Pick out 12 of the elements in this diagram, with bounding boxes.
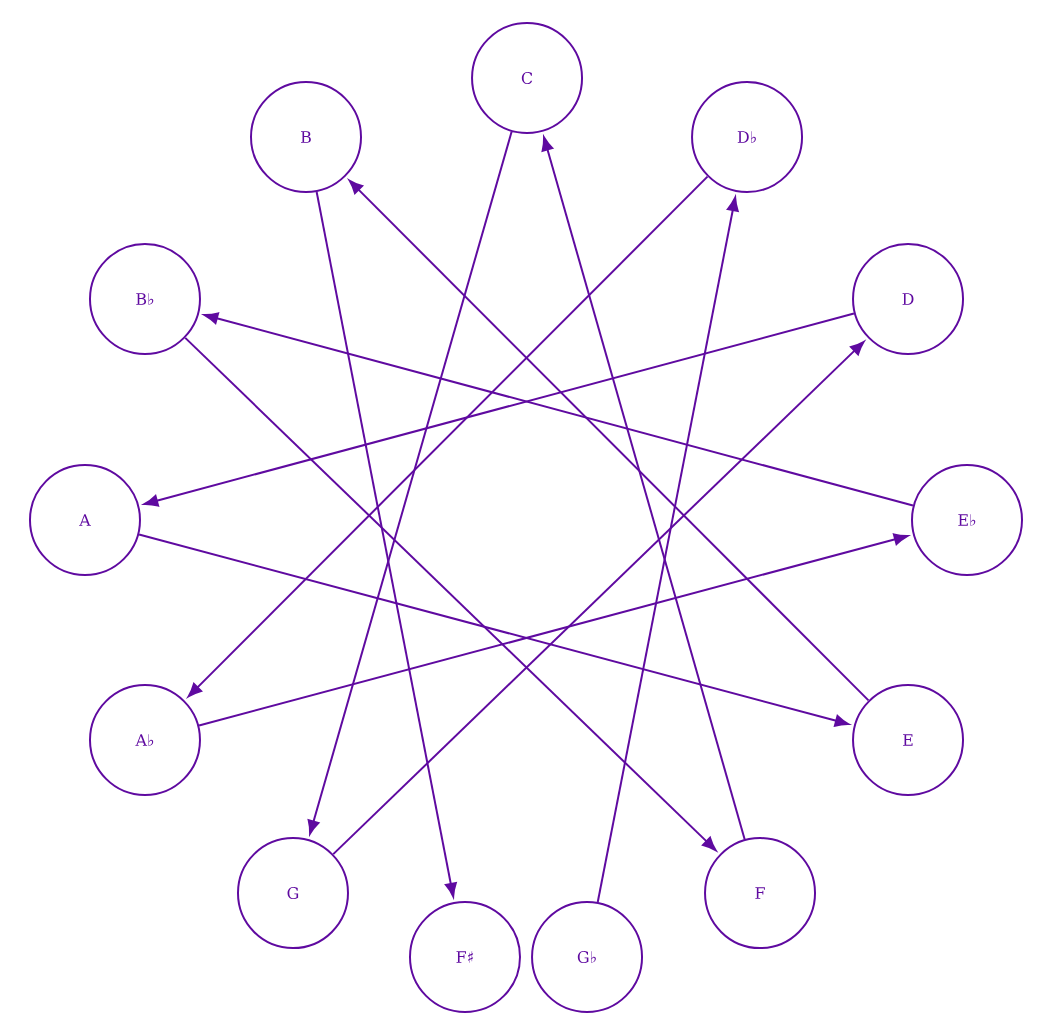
arrow [332, 341, 865, 856]
arrow [138, 533, 850, 727]
arrow [184, 336, 717, 851]
arrow [348, 179, 870, 702]
arrow [203, 312, 914, 507]
arrow [596, 196, 739, 904]
arrow [315, 191, 457, 898]
arrow [143, 312, 855, 507]
arrow [187, 175, 709, 698]
arrow [307, 130, 513, 835]
arrow [198, 533, 909, 727]
arrow [541, 136, 746, 841]
